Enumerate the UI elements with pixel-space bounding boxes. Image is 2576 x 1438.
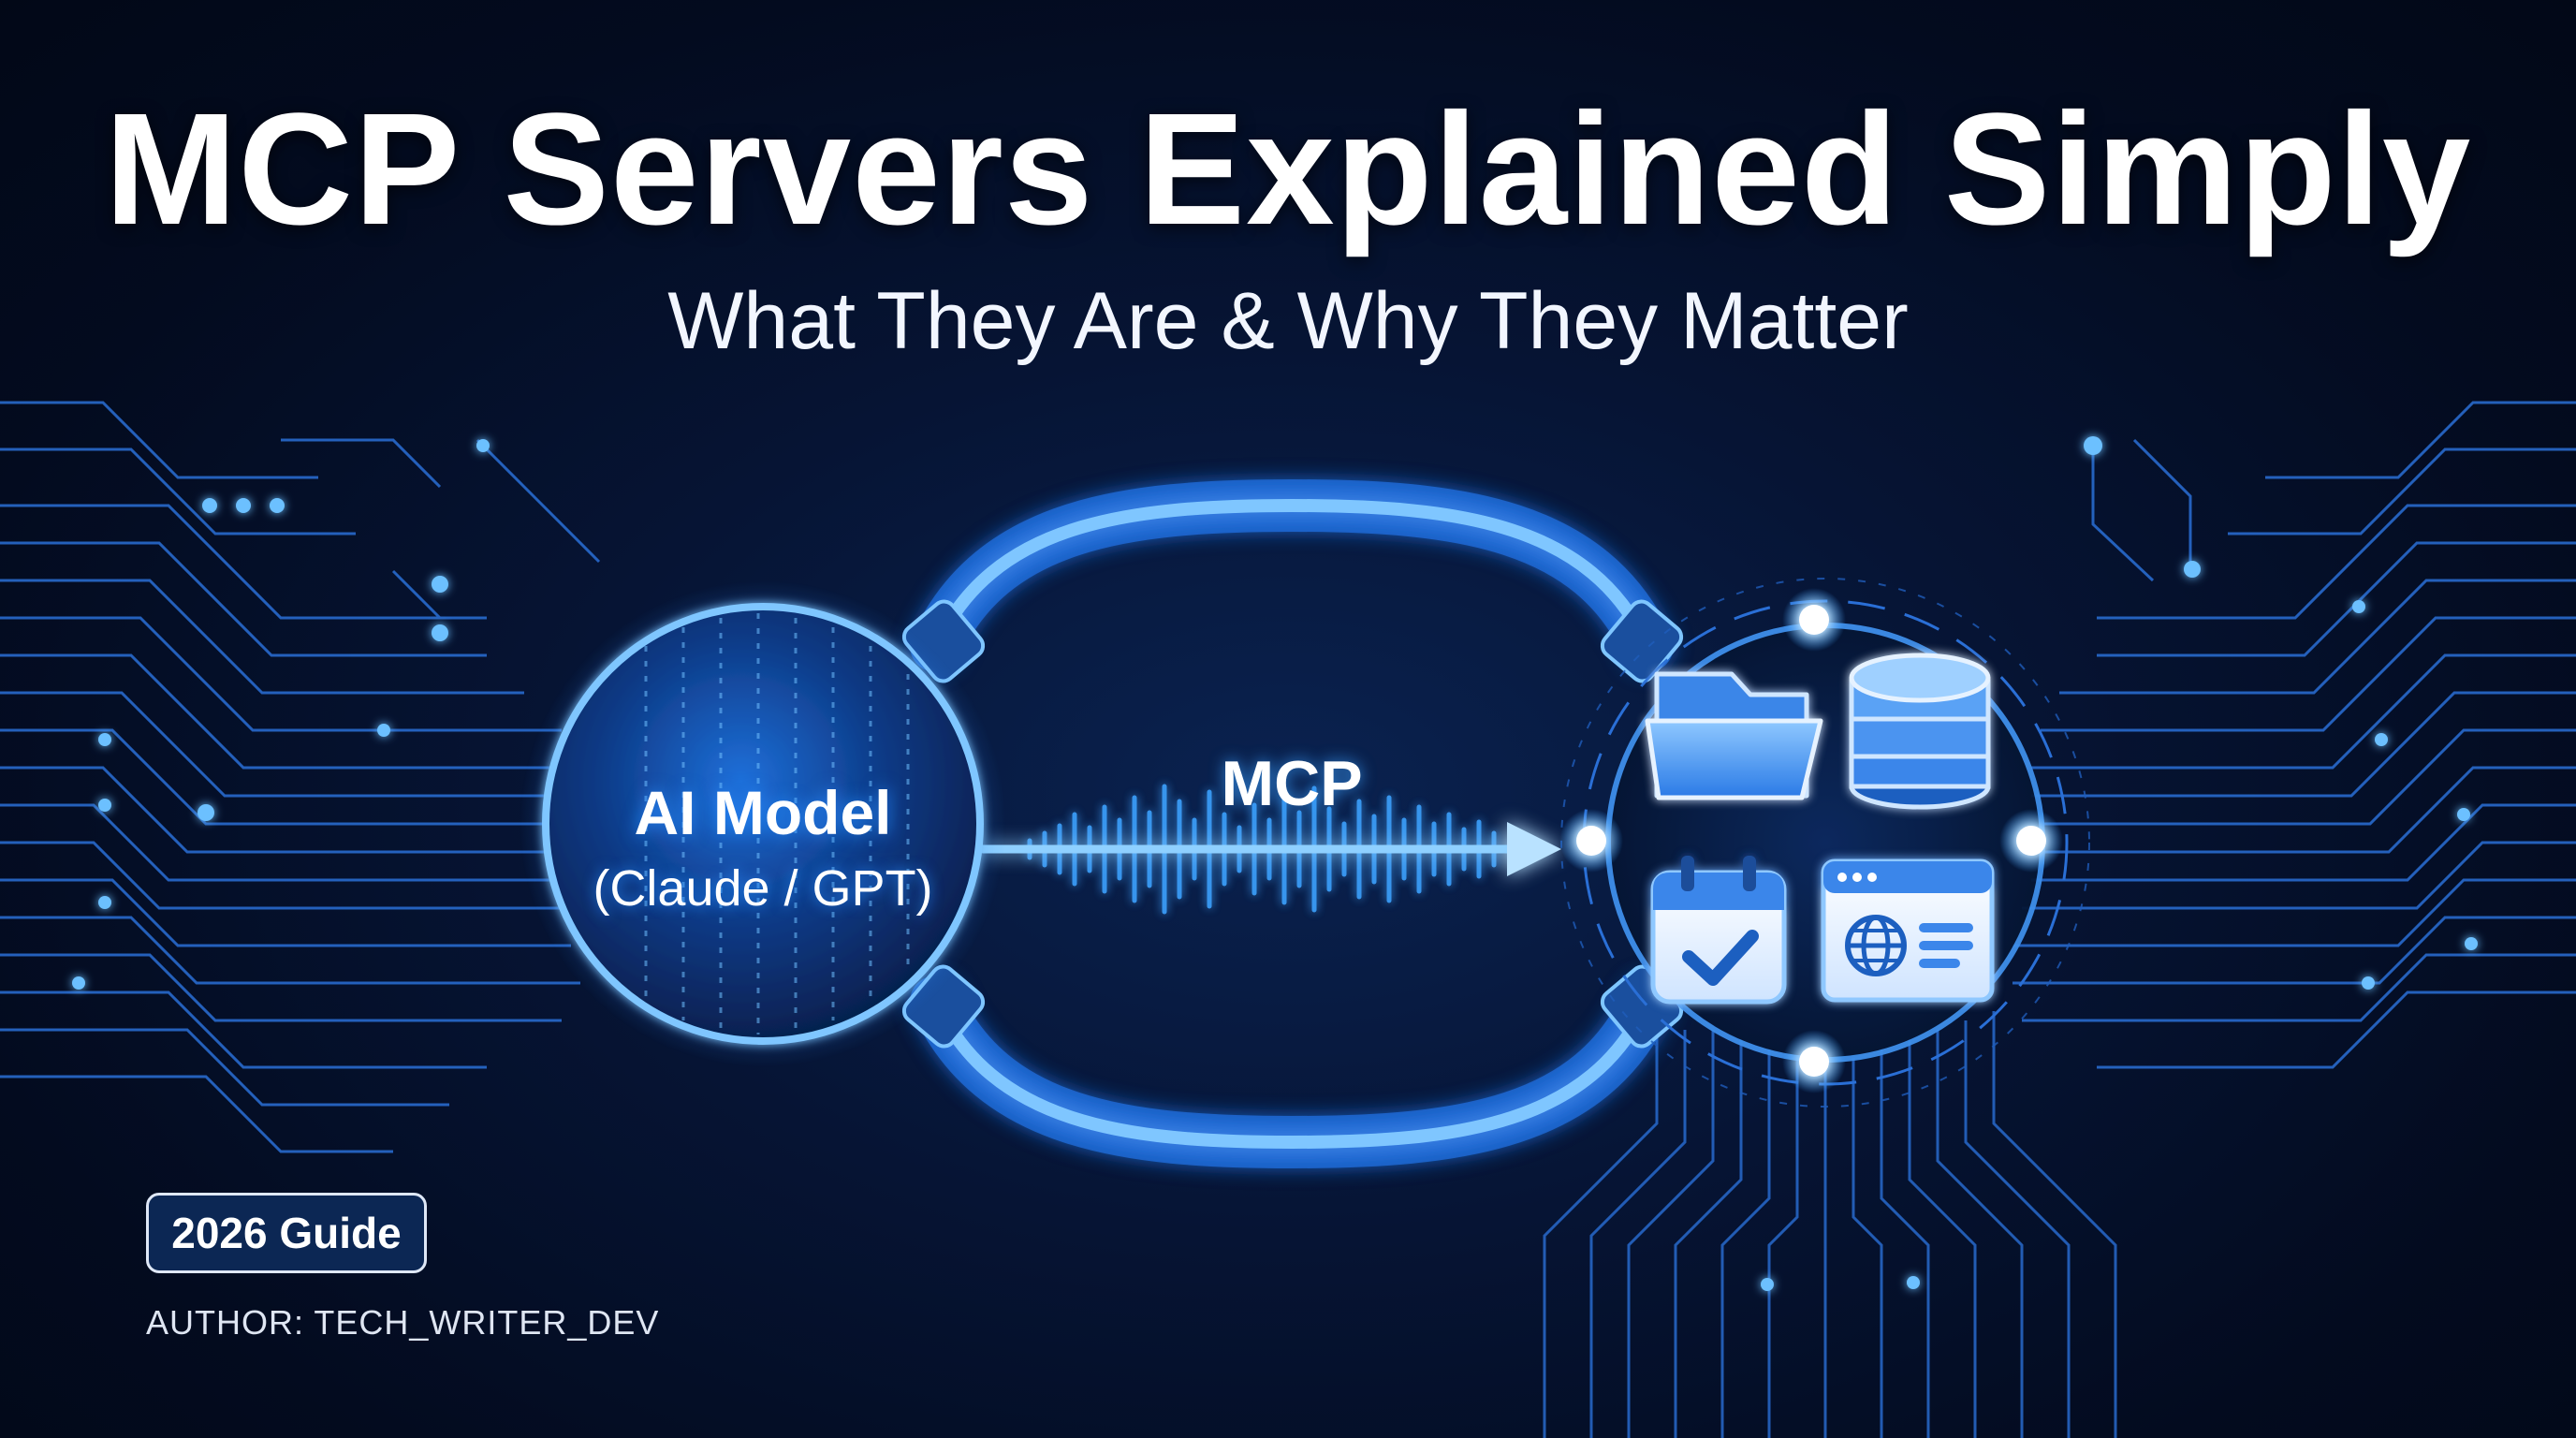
arrow-right-icon [978, 822, 1561, 876]
web-browser-icon [1821, 858, 1995, 1003]
ai-model-label: AI Model [634, 778, 892, 847]
ai-model-sublabel: (Claude / GPT) [593, 860, 933, 917]
left-circuit-traces [0, 401, 601, 1153]
folder-icon [1645, 671, 1823, 800]
calendar-check-icon [1650, 856, 1787, 1005]
mcp-loop-pipe [910, 478, 1674, 1169]
database-icon [1849, 653, 1991, 810]
author-credit: AUTHOR: TECH_WRITER_DEV [146, 1303, 660, 1342]
right-circuit-traces [2012, 401, 2576, 1069]
mcp-protocol-label: MCP [1221, 748, 1363, 819]
circuit-node-dots [72, 436, 2478, 1291]
guide-badge: 2026 Guide [146, 1193, 427, 1273]
page-title: MCP Servers Explained Simply [104, 81, 2472, 258]
hub-connection-dots [1559, 588, 2063, 1093]
page-subtitle: What They Are & Why They Matter [667, 276, 1909, 366]
ai-model-orb [520, 580, 1006, 1067]
bottom-circuit-traces [1543, 1011, 2117, 1438]
